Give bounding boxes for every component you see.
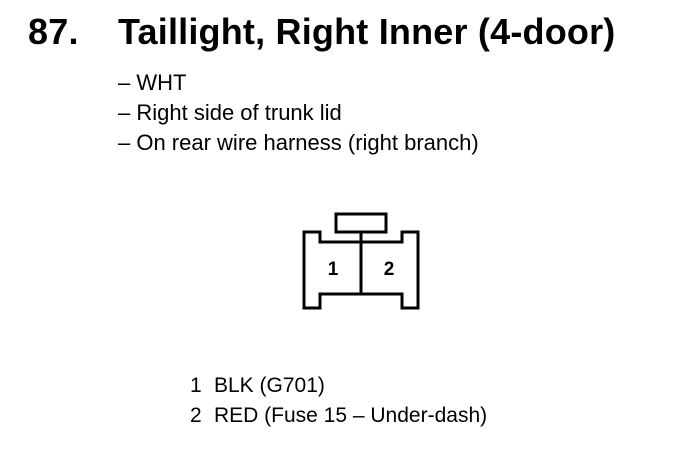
detail-color: – WHT [118,70,187,95]
connector-number: 87. [28,11,79,52]
pin-row: 1 BLK (G701) [190,371,487,401]
detail-harness: – On rear wire harness (right branch) [118,130,479,155]
connector-heading: 87. Taillight, Right Inner (4-door) [28,14,615,50]
pin-label: BLK (G701) [214,374,325,397]
connector-face-diagram: 1 2 [300,210,424,319]
pin-label: RED (Fuse 15 – Under-dash) [214,404,488,427]
detail-location: – Right side of trunk lid [118,100,342,125]
connector-title: Taillight, Right Inner (4-door) [118,11,616,52]
connector-details: – WHT – Right side of trunk lid – On rea… [118,68,479,158]
pin-list: 1 BLK (G701) 2 RED (Fuse 15 – Under-dash) [190,371,487,431]
pin-number: 1 [190,374,202,397]
connector-housing [302,230,420,310]
pin-number: 2 [190,404,202,427]
pin-row: 2 RED (Fuse 15 – Under-dash) [190,401,487,431]
connector-lock-tab [334,212,388,234]
terminal-label-2: 2 [384,259,395,280]
terminal-label-1: 1 [328,259,339,280]
